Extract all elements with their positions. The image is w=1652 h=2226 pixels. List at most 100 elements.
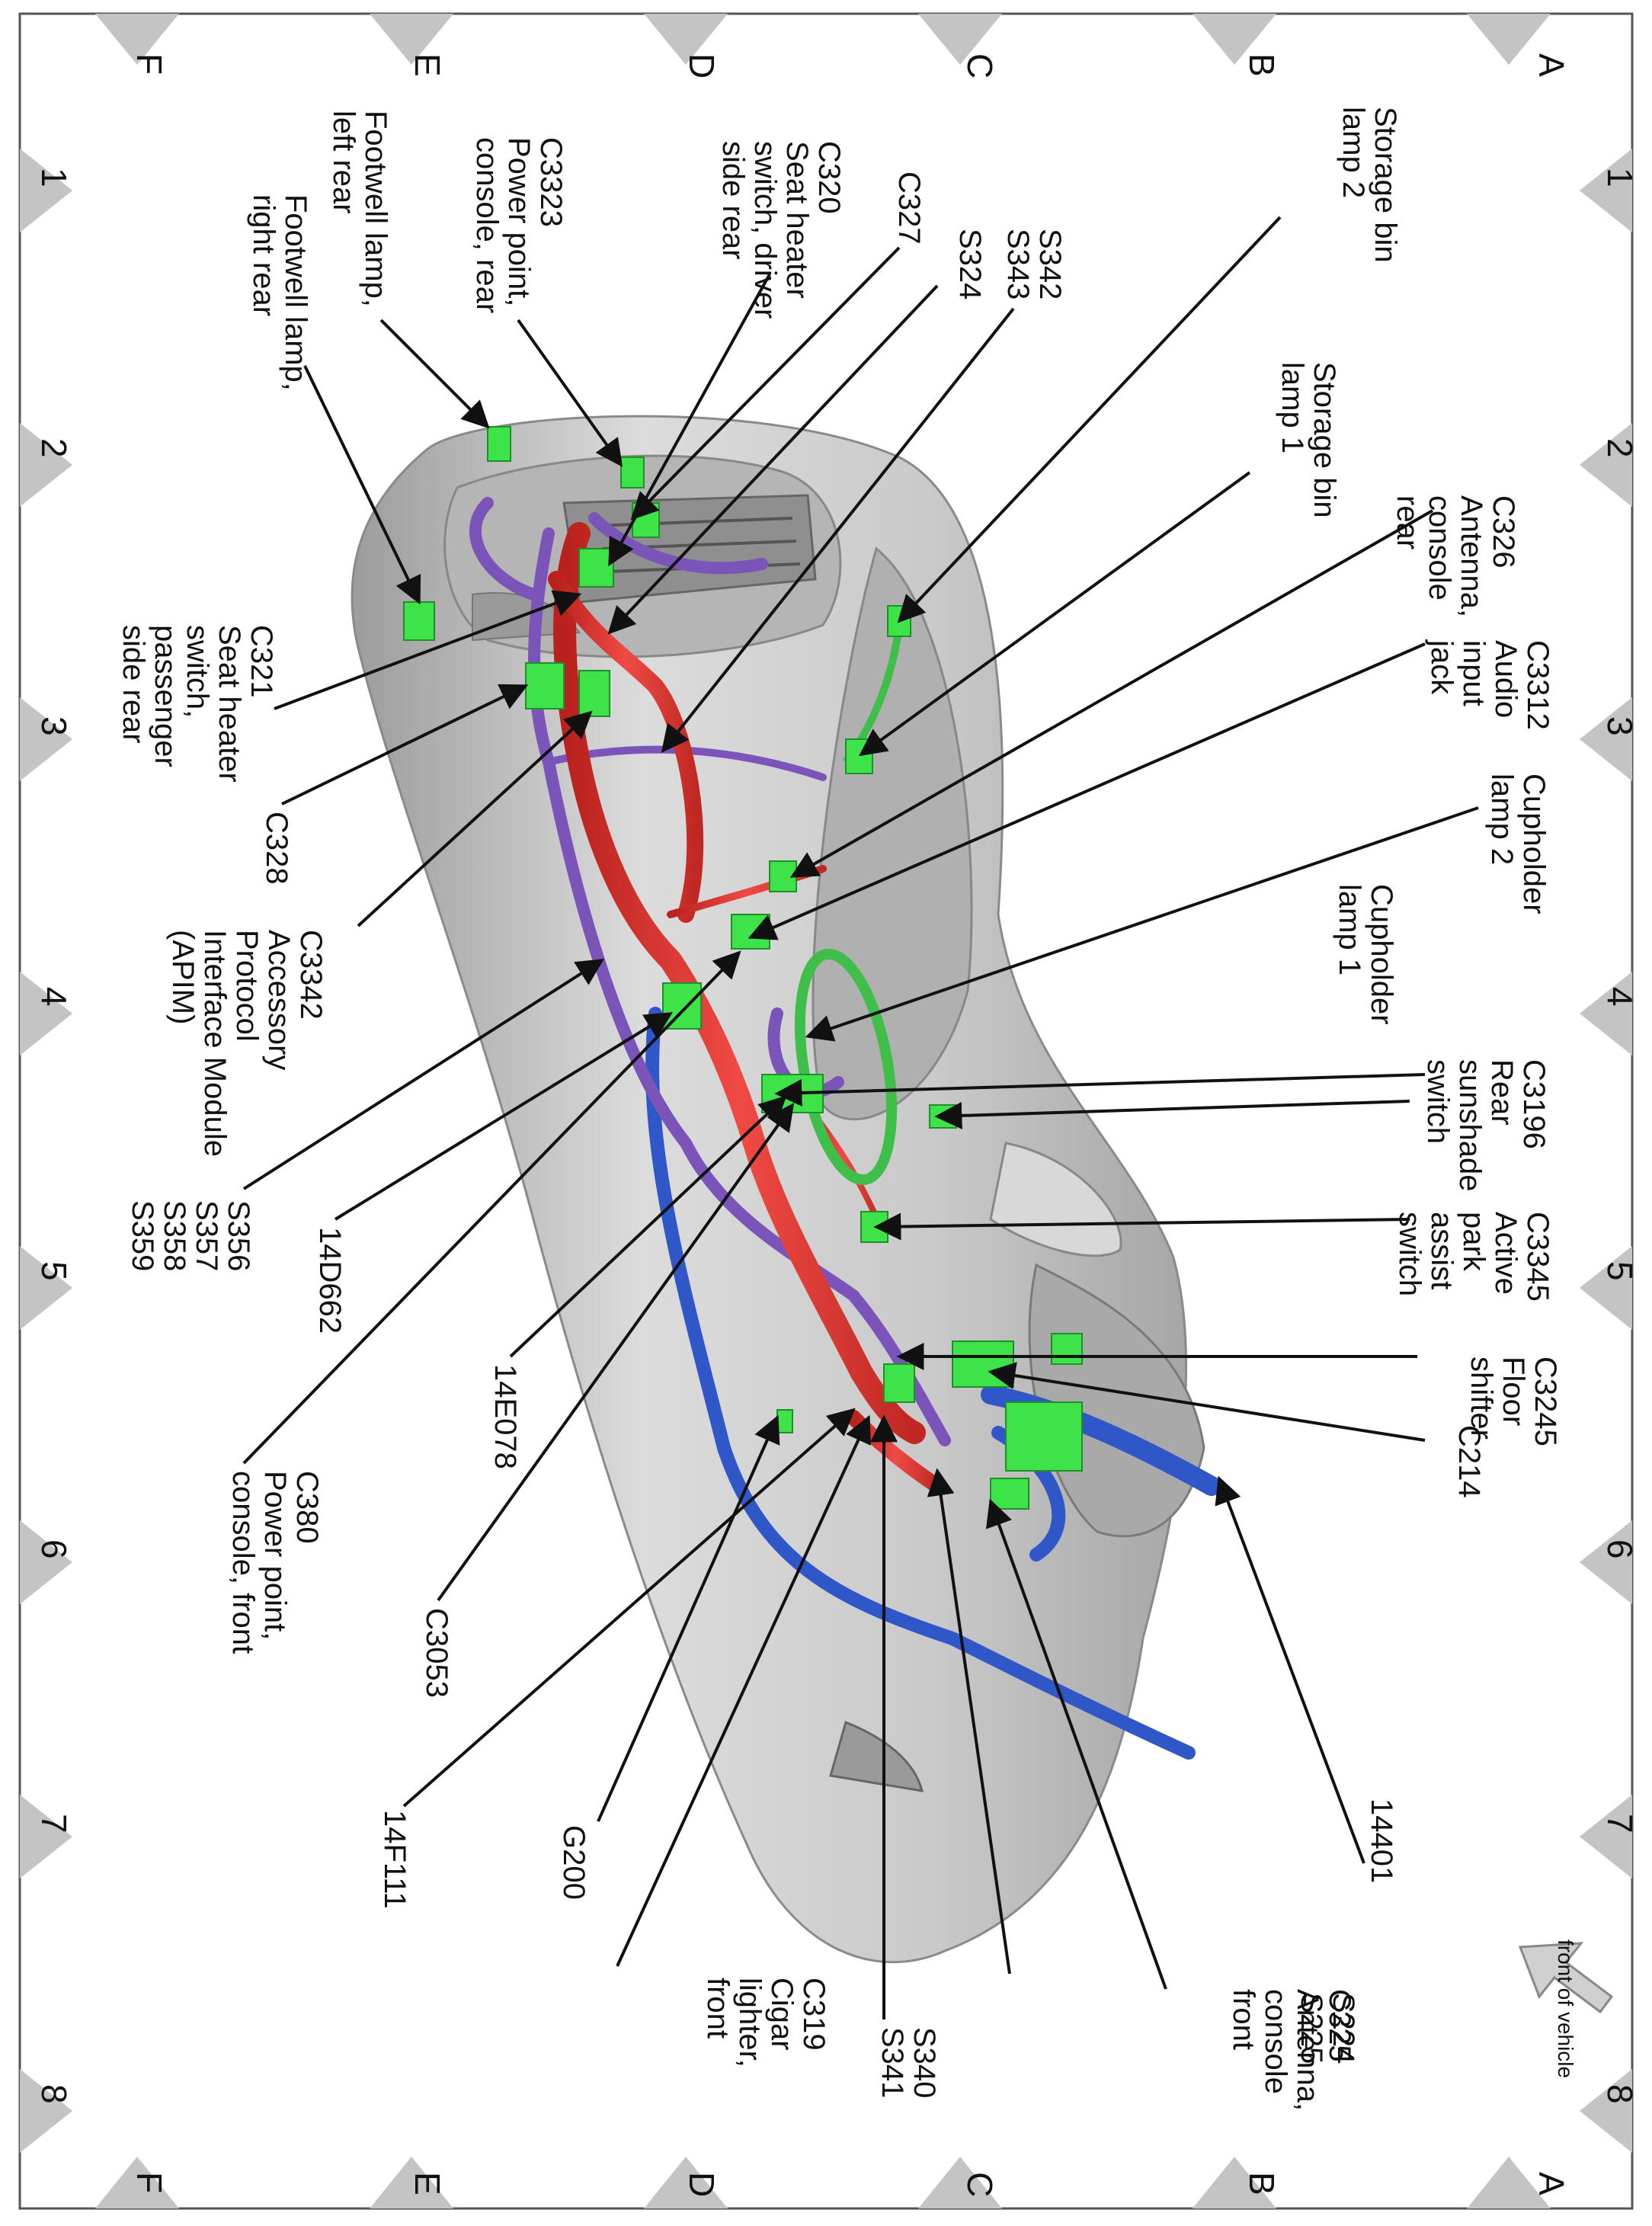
label-footwell-right-rear: right rear bbox=[247, 194, 280, 316]
grid-marker bbox=[1580, 1520, 1632, 1604]
grid-row-label-top: A bbox=[1532, 53, 1571, 77]
grid-marker bbox=[1467, 2157, 1551, 2208]
grid-col-label-left: 7 bbox=[34, 1814, 74, 1834]
label-c3323: Power point, bbox=[502, 137, 536, 306]
grid-col-label-right: 8 bbox=[1600, 2084, 1640, 2104]
label-c320: switch, driver bbox=[748, 141, 782, 319]
grid-marker bbox=[370, 2157, 453, 2208]
label-14e078: 14E078 bbox=[488, 1364, 522, 1469]
grid-col-label-right: 5 bbox=[1600, 1261, 1640, 1281]
grid-col-label-right: 6 bbox=[1600, 1539, 1640, 1559]
grid-col-label-right: 7 bbox=[1600, 1814, 1640, 1834]
grid-marker bbox=[20, 2069, 72, 2153]
front-of-vehicle-indicator bbox=[1518, 1942, 1614, 2014]
label-14d662: 14D662 bbox=[313, 1227, 347, 1334]
label-c3342: C3342 bbox=[294, 930, 328, 1020]
label-c3196: sunshade bbox=[1453, 1059, 1487, 1191]
label-c3345: switch bbox=[1393, 1212, 1426, 1296]
label-c3345: Active bbox=[1489, 1212, 1522, 1295]
label-cupholder-lamp-2: Cupholder bbox=[1517, 773, 1551, 914]
label-c319: lighter, bbox=[733, 1978, 767, 2067]
grid-row-label-bottom: F bbox=[130, 2172, 169, 2193]
label-c3345: assist bbox=[1425, 1212, 1458, 1289]
label-c321: switch, bbox=[181, 625, 214, 718]
grid-row-label-top: D bbox=[682, 53, 722, 78]
grid-marker bbox=[1580, 149, 1632, 232]
grid-row-label-bottom: E bbox=[408, 2172, 447, 2196]
grid-col-label-right: 4 bbox=[1600, 987, 1640, 1007]
grid-row-label-top: C bbox=[960, 53, 1000, 78]
grid-marker bbox=[20, 1520, 72, 1604]
label-c321: Seat heater bbox=[213, 625, 246, 783]
label-c320: side rear bbox=[716, 141, 750, 260]
label-14401: 14401 bbox=[1365, 1798, 1398, 1883]
label-footwell-right-rear: Footwell lamp, bbox=[279, 194, 312, 391]
grid-col-label-left: 2 bbox=[34, 438, 74, 458]
label-c321: side rear bbox=[117, 625, 150, 744]
label-c319: front bbox=[701, 1978, 735, 2039]
label-c3196: switch bbox=[1421, 1059, 1455, 1144]
front-of-vehicle-label: front of vehicle bbox=[1554, 1939, 1577, 2078]
label-c325: Antenna, bbox=[1291, 1989, 1324, 2111]
label-c3342: Interface Module bbox=[198, 930, 232, 1157]
grid-col-label-right: 3 bbox=[1600, 716, 1640, 736]
label-s324: S324 bbox=[953, 229, 987, 299]
grid-marker bbox=[20, 423, 72, 507]
label-c3323: console, rear bbox=[470, 137, 504, 313]
label-c380: Power point, bbox=[258, 1471, 292, 1640]
label-c380: console, front bbox=[226, 1471, 260, 1654]
grid-marker bbox=[644, 2157, 728, 2208]
grid-marker bbox=[1580, 1795, 1632, 1878]
label-storage-bin-lamp-2: lamp 2 bbox=[1337, 107, 1370, 198]
label-cupholder-lamp-1: Cupholder bbox=[1365, 884, 1398, 1025]
label-c325: front bbox=[1227, 1989, 1260, 2050]
grid-marker bbox=[1193, 2157, 1276, 2208]
label-c3312: input bbox=[1457, 640, 1490, 706]
grid-marker bbox=[20, 149, 72, 232]
label-s342-s343: S343 bbox=[1001, 229, 1035, 299]
grid-marker bbox=[20, 1795, 72, 1878]
label-s356-s359: S358 bbox=[158, 1200, 191, 1271]
label-s340-s341: S340 bbox=[908, 2027, 941, 2098]
label-c3245: Floor bbox=[1497, 1356, 1530, 1426]
grid-marker bbox=[1580, 423, 1632, 507]
label-c3312: C3312 bbox=[1521, 640, 1554, 730]
grid-row-label-bottom: D bbox=[682, 2172, 722, 2197]
label-s342-s343: S342 bbox=[1033, 229, 1067, 299]
label-footwell-left-rear: left rear bbox=[327, 110, 360, 214]
grid-row-label-top: E bbox=[408, 53, 447, 77]
label-c3342: (APIM) bbox=[166, 930, 200, 1024]
label-storage-bin-lamp-1: Storage bin bbox=[1308, 362, 1341, 518]
label-c326: console bbox=[1423, 495, 1456, 601]
diagram-frame bbox=[18, 12, 1634, 2210]
label-cupholder-lamp-1: lamp 1 bbox=[1333, 884, 1366, 975]
grid-col-label-left: 6 bbox=[34, 1539, 74, 1559]
label-s356-s359: S359 bbox=[126, 1200, 159, 1271]
label-cupholder-lamp-2: lamp 2 bbox=[1485, 773, 1519, 865]
grid-row-label-bottom: A bbox=[1532, 2172, 1571, 2196]
label-c3312: jack bbox=[1425, 639, 1458, 695]
label-c321: passenger bbox=[149, 625, 182, 767]
label-s224-s225: S224 bbox=[1327, 1993, 1360, 2064]
grid-marker bbox=[1580, 1246, 1632, 1330]
label-c326: C326 bbox=[1487, 495, 1520, 569]
grid-col-label-left: 5 bbox=[34, 1261, 74, 1281]
grid-marker bbox=[95, 2157, 179, 2208]
label-c3323: C3323 bbox=[534, 137, 568, 227]
label-c214: C214 bbox=[1452, 1425, 1486, 1498]
label-c326: Antenna, bbox=[1455, 495, 1488, 617]
label-c319: C319 bbox=[797, 1978, 831, 2051]
grid-marker bbox=[95, 14, 179, 65]
grid-markers bbox=[20, 14, 1632, 2208]
label-s356-s359: S356 bbox=[222, 1200, 255, 1271]
label-c3342: Protocol bbox=[230, 930, 264, 1042]
grid-row-label-top: B bbox=[1242, 53, 1282, 77]
label-s340-s341: S341 bbox=[876, 2027, 909, 2098]
label-c325: C325 bbox=[1323, 1989, 1356, 2062]
grid-marker bbox=[1580, 972, 1632, 1055]
label-c321: C321 bbox=[245, 625, 278, 698]
label-c3245: C3245 bbox=[1529, 1356, 1562, 1446]
label-c319: Cigar bbox=[765, 1978, 799, 2051]
